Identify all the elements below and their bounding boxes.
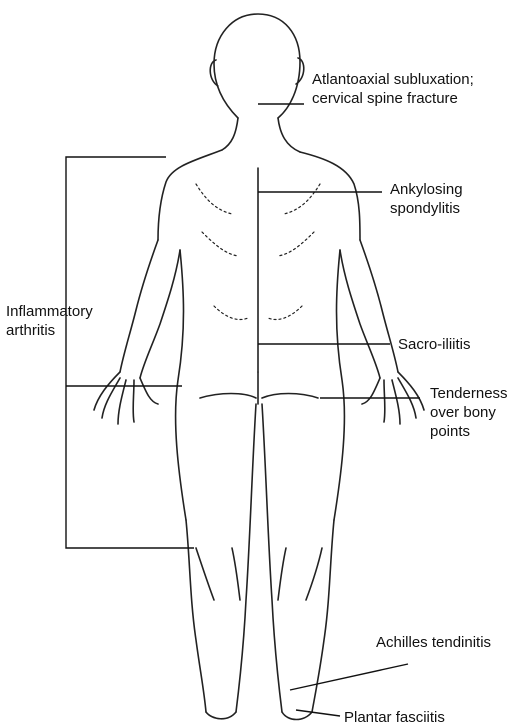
head-outline bbox=[214, 14, 300, 118]
label-tenderness-line1: Tenderness bbox=[430, 384, 508, 403]
right-leg-outline bbox=[262, 404, 334, 712]
torso-outline bbox=[158, 150, 360, 240]
left-leg-outline bbox=[186, 404, 256, 712]
right-arm-outline bbox=[340, 240, 398, 378]
label-sacroiliitis: Sacro-iliitis bbox=[398, 335, 471, 354]
label-sacroiliitis-line1: Sacro-iliitis bbox=[398, 335, 471, 354]
plantar-pointer bbox=[296, 710, 340, 716]
label-tenderness-line3: points bbox=[430, 422, 508, 441]
label-ankylosing-line2: spondylitis bbox=[390, 199, 463, 218]
label-ankylosing-line1: Ankylosing bbox=[390, 180, 463, 199]
achilles-pointer bbox=[290, 664, 408, 690]
label-inflammatory-line2: arthritis bbox=[6, 321, 93, 340]
buttocks-crease bbox=[200, 372, 318, 404]
human-figure-back-view bbox=[94, 14, 424, 720]
label-inflammatory: Inflammatory arthritis bbox=[6, 302, 93, 340]
label-achilles: Achilles tendinitis bbox=[376, 633, 491, 652]
left-arm-outline bbox=[120, 240, 180, 378]
label-tenderness: Tenderness over bony points bbox=[430, 384, 508, 441]
label-atlantoaxial: Atlantoaxial subluxation; cervical spine… bbox=[312, 70, 474, 108]
feet-outline bbox=[206, 712, 312, 720]
left-hand-outline bbox=[94, 372, 158, 424]
inflammatory-bracket bbox=[66, 157, 194, 548]
label-plantar-line1: Plantar fasciitis bbox=[344, 708, 445, 727]
hips-outline bbox=[176, 250, 345, 520]
calf-contours bbox=[196, 548, 322, 600]
neck-outline bbox=[222, 118, 300, 152]
label-atlantoaxial-line1: Atlantoaxial subluxation; bbox=[312, 70, 474, 89]
label-achilles-line1: Achilles tendinitis bbox=[376, 633, 491, 652]
label-inflammatory-line1: Inflammatory bbox=[6, 302, 93, 321]
label-ankylosing: Ankylosing spondylitis bbox=[390, 180, 463, 218]
label-atlantoaxial-line2: cervical spine fracture bbox=[312, 89, 474, 108]
label-tenderness-line2: over bony bbox=[430, 403, 508, 422]
label-plantar: Plantar fasciitis bbox=[344, 708, 445, 727]
